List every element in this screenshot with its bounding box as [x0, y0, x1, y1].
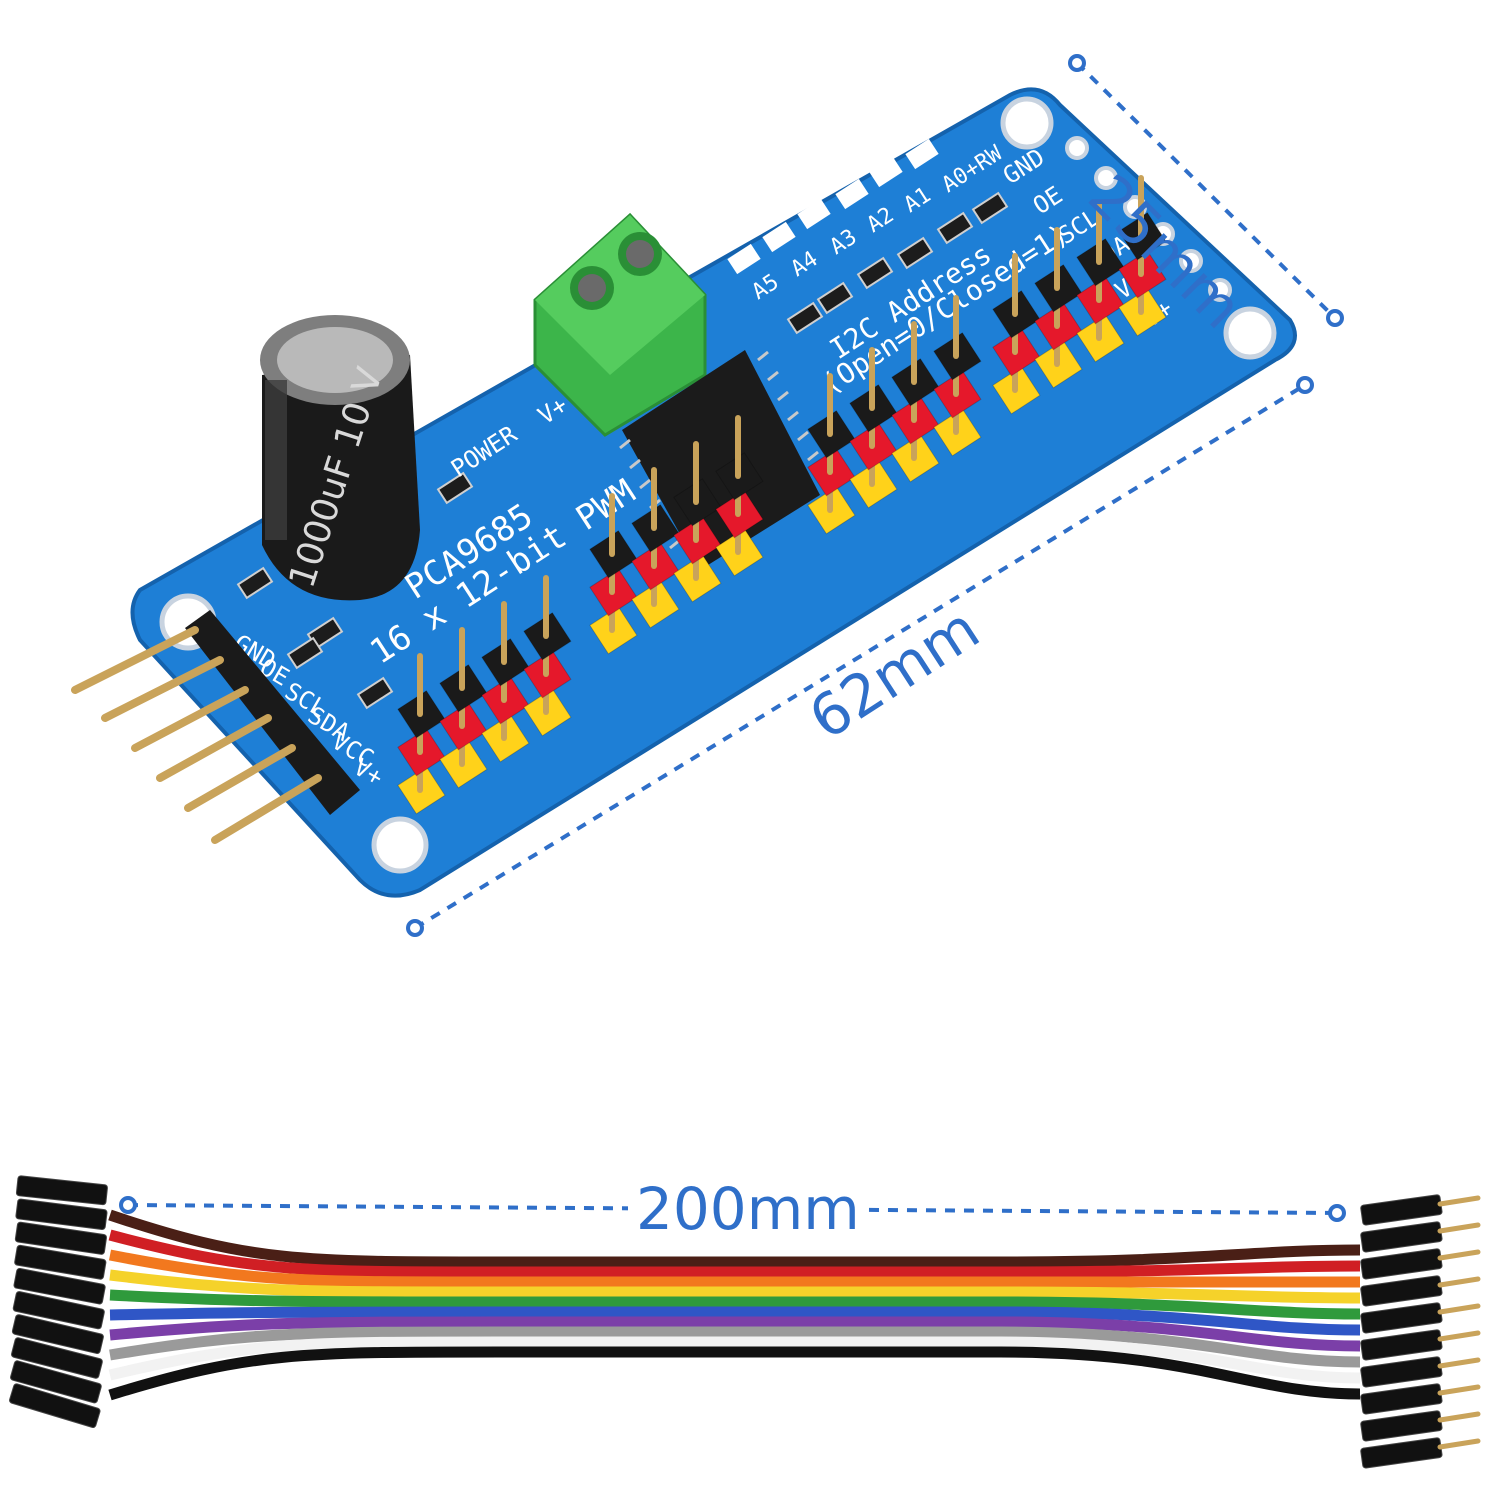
servo-header-column: [481, 601, 530, 763]
female-connector: [11, 1337, 103, 1379]
male-connector: [1360, 1383, 1481, 1415]
wire: [108, 1249, 1360, 1288]
ribbon-wires: [108, 1209, 1361, 1401]
screw-terminal: [533, 212, 707, 437]
servo-header-column: [933, 295, 982, 457]
male-connector: [1360, 1410, 1481, 1442]
smd-resistors: [236, 191, 1009, 710]
dimension-lines: [127, 61, 1338, 1215]
length-dimension-line: [413, 383, 1307, 930]
mounting-hole: [1000, 96, 1054, 150]
female-connector: [15, 1198, 108, 1230]
servo-header-column: [397, 653, 446, 815]
wire: [108, 1209, 1361, 1268]
dimension-endpoints: [119, 54, 1346, 1222]
servo-header-column: [1076, 201, 1125, 363]
female-connector: [11, 1314, 104, 1355]
female-connector: [14, 1221, 107, 1255]
pca9685-board: 1000uF 10 V: [71, 87, 1297, 898]
female-connector: [12, 1291, 105, 1330]
wire: [109, 1269, 1361, 1304]
wire: [108, 1229, 1361, 1278]
address-jumpers: [727, 138, 939, 275]
servo-header-column: [439, 627, 488, 789]
mounting-hole: [1223, 306, 1277, 360]
male-connector: [1360, 1248, 1481, 1280]
male-connector: [1360, 1329, 1481, 1361]
mounting-hole: [371, 816, 429, 874]
female-connector: [14, 1244, 107, 1280]
male-connector: [1360, 1194, 1481, 1226]
servo-header-column: [849, 347, 898, 509]
female-connector: [10, 1360, 102, 1404]
right-pin-pads: [1065, 136, 1232, 302]
pca9685-chip: [619, 350, 820, 570]
servo-header-column: [1034, 227, 1083, 389]
servo-header-column: [891, 321, 940, 483]
female-connector: [15, 1175, 108, 1206]
servo-header-column: [631, 467, 680, 629]
servo-header-column: [807, 373, 856, 535]
cable-dimension-label: 200mm: [628, 1180, 868, 1238]
servo-header-column: [589, 493, 638, 655]
servo-header-column: [715, 415, 764, 577]
male-connector: [1360, 1221, 1481, 1253]
servo-header-column: [523, 575, 572, 737]
male-connector: [1360, 1356, 1481, 1388]
wire: [109, 1316, 1361, 1352]
wire: [108, 1336, 1361, 1384]
female-connector: [13, 1267, 106, 1305]
left-angled-header: [71, 610, 360, 844]
wire: [109, 1306, 1361, 1336]
male-connector: [1360, 1275, 1481, 1307]
female-connector: [9, 1383, 101, 1429]
male-connector: [1360, 1437, 1481, 1469]
female-connectors: [9, 1175, 108, 1429]
servo-header-column: [992, 253, 1041, 415]
servo-header-column: [1118, 175, 1167, 337]
wire: [109, 1326, 1361, 1368]
male-connectors: [1360, 1194, 1481, 1469]
servo-header-column: [673, 441, 722, 603]
jumper-cable: [9, 1175, 1481, 1469]
capacitor: [260, 315, 420, 601]
servo-headers: [397, 175, 1167, 815]
wire: [108, 1346, 1361, 1401]
width-dimension-line: [1075, 61, 1337, 320]
male-connector: [1360, 1302, 1481, 1334]
wire: [109, 1289, 1361, 1320]
cable-dimension-line: [127, 1203, 1338, 1215]
